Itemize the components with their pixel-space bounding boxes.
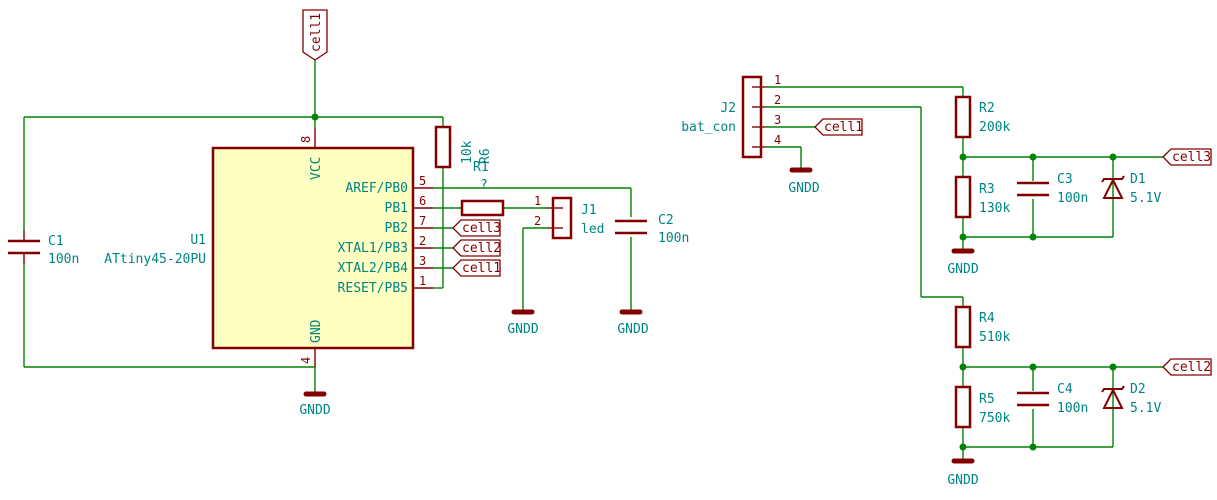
r4-ref: R4 — [979, 311, 995, 326]
wires-left — [23, 60, 632, 382]
j2-value: bat_con — [681, 120, 736, 135]
r1-value: ? — [480, 178, 488, 193]
d2-value: 5.1V — [1130, 401, 1161, 416]
pin-number: 5 — [419, 174, 426, 188]
d2-zener-diode[interactable]: D2 5.1V — [1101, 382, 1161, 416]
c3-ref: C3 — [1057, 172, 1073, 187]
j2-ref: J2 — [720, 101, 736, 116]
net-flag-text: cell2 — [1172, 360, 1211, 375]
net-flag-cell3-right[interactable]: cell3 — [1162, 148, 1212, 166]
net-flag-cell1[interactable]: cell1 — [452, 259, 501, 277]
c2-ref: C2 — [658, 213, 674, 228]
pin-number: 2 — [419, 234, 426, 248]
u1-gnd-label: GND — [309, 319, 324, 343]
net-flag-text: cell3 — [1172, 150, 1211, 165]
r4-value: 510k — [979, 330, 1010, 345]
c4-ref: C4 — [1057, 382, 1073, 397]
gnd-label: GNDD — [947, 473, 978, 488]
net-flag-cell1-vcc[interactable]: cell1 — [302, 9, 328, 61]
r2-ref: R2 — [979, 101, 995, 116]
net-flag-text: cell2 — [462, 241, 501, 256]
j1-connector[interactable]: 1 2 J1 led — [534, 194, 604, 240]
pin-number: 2 — [534, 214, 541, 228]
pin-number: 4 — [774, 133, 781, 147]
pin-number: 7 — [419, 214, 426, 228]
gnd-symbol: GNDD — [947, 458, 979, 488]
net-flag-cell2[interactable]: cell2 — [452, 239, 501, 257]
net-flag-cell3[interactable]: cell3 — [452, 219, 501, 237]
pin-number: 3 — [419, 254, 426, 268]
u1-pin-label: PB1 — [385, 201, 408, 216]
r2-value: 200k — [979, 120, 1010, 135]
u1-attiny45[interactable]: 8 VCC 4 GND AREF/PB0 PB1 PB2 XTAL1/PB3 X… — [104, 128, 433, 367]
r1-ref: R1 — [473, 160, 489, 175]
r5-ref: R5 — [979, 392, 995, 407]
c3-value: 100n — [1057, 191, 1088, 206]
net-flag-cell1-j2[interactable]: cell1 — [814, 118, 863, 136]
junctions-right — [959, 153, 1117, 451]
j2-connector[interactable]: 1 2 3 4 J2 bat_con — [681, 73, 781, 159]
gnd-symbol: GNDD — [507, 309, 539, 337]
d1-ref: D1 — [1130, 172, 1146, 187]
c4-value: 100n — [1057, 401, 1088, 416]
gnd-symbol: GNDD — [617, 309, 649, 337]
r3-ref: R3 — [979, 182, 995, 197]
net-flag-text: cell1 — [824, 120, 863, 135]
net-flag-text: cell1 — [462, 261, 501, 276]
gnd-symbol: GNDD — [299, 382, 331, 418]
c3-capacitor[interactable]: C3 100n — [1017, 172, 1088, 206]
d1-value: 5.1V — [1130, 191, 1161, 206]
r6-resistor[interactable]: 10k R6 — [434, 125, 493, 169]
d1-zener-diode[interactable]: D1 5.1V — [1101, 172, 1161, 206]
u1-pin-label: RESET/PB5 — [338, 281, 408, 296]
wires-right — [765, 86, 1163, 460]
r2-resistor[interactable]: R2 200k — [954, 95, 1010, 139]
pin-number: 8 — [299, 136, 313, 143]
gnd-label: GNDD — [947, 262, 978, 277]
r6-value: 10k — [460, 140, 475, 164]
r5-resistor[interactable]: R5 750k — [954, 385, 1010, 429]
r4-resistor[interactable]: R4 510k — [954, 305, 1010, 349]
pin-number: 6 — [419, 194, 426, 208]
r6-ref: R6 — [478, 148, 493, 164]
c2-capacitor[interactable]: C2 100n — [615, 213, 689, 246]
gnd-symbol: GNDD — [947, 248, 979, 277]
gnd-symbol: GNDD — [788, 167, 820, 196]
c2-value: 100n — [658, 231, 689, 246]
net-flag-text: cell3 — [462, 221, 501, 236]
gnd-label: GNDD — [299, 403, 330, 418]
pin-number: 1 — [419, 274, 426, 288]
u1-pin-label: AREF/PB0 — [345, 181, 408, 196]
pin-number: 4 — [299, 357, 313, 364]
c1-ref: C1 — [48, 234, 64, 249]
r3-resistor[interactable]: R3 130k — [954, 175, 1010, 219]
gnd-label: GNDD — [788, 181, 819, 196]
r5-value: 750k — [979, 411, 1010, 426]
gnd-label: GNDD — [507, 322, 538, 337]
u1-value: ATtiny45-20PU — [104, 252, 206, 267]
c4-capacitor[interactable]: C4 100n — [1017, 382, 1088, 416]
u1-pin-label: PB2 — [385, 221, 408, 236]
u1-pin-label: XTAL2/PB4 — [338, 261, 409, 276]
c1-value: 100n — [48, 252, 79, 267]
u1-pin-label: XTAL1/PB3 — [338, 241, 408, 256]
net-flag-text: cell1 — [309, 13, 324, 52]
j1-ref: J1 — [581, 203, 597, 218]
pin-number: 2 — [774, 93, 781, 107]
junction-dot — [311, 113, 319, 121]
r3-value: 130k — [979, 201, 1010, 216]
pin-number: 1 — [534, 194, 541, 208]
d2-ref: D2 — [1130, 382, 1146, 397]
gnd-label: GNDD — [617, 322, 648, 337]
r1-resistor[interactable]: R1 ? — [460, 160, 505, 217]
c1-capacitor[interactable]: C1 100n — [8, 230, 79, 267]
j1-value: led — [581, 222, 604, 237]
u1-vcc-label: VCC — [309, 157, 324, 180]
pin-number: 3 — [774, 113, 781, 127]
u1-ref: U1 — [190, 233, 206, 248]
pin-number: 1 — [774, 73, 781, 87]
net-flag-cell2-right[interactable]: cell2 — [1162, 358, 1212, 376]
